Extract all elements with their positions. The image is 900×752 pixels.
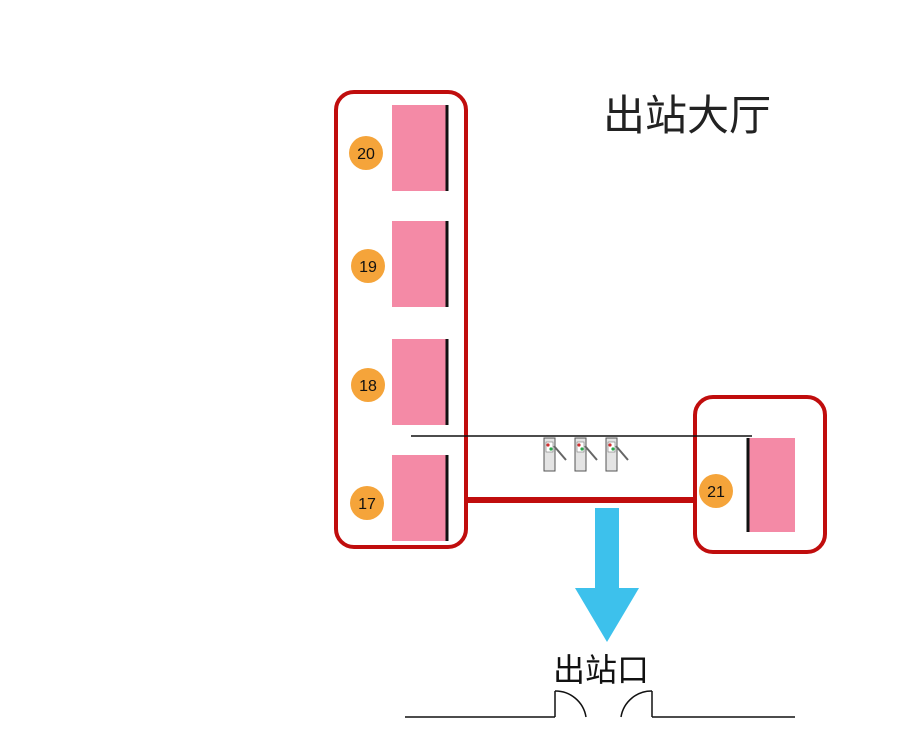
door-icon xyxy=(405,690,795,718)
counter-desk xyxy=(392,105,446,191)
counter-21[interactable]: 21 xyxy=(699,438,795,532)
hall-title: 出站大厅 xyxy=(603,91,771,140)
counter-desk xyxy=(392,221,446,307)
right-counter-group-border xyxy=(693,395,827,554)
counter-badge xyxy=(699,474,733,508)
counter-17[interactable]: 17 xyxy=(350,455,449,541)
counter-number: 17 xyxy=(358,496,376,513)
counter-desk xyxy=(392,455,446,541)
down-arrow-icon xyxy=(575,508,639,642)
turnstile-gate-icon xyxy=(543,437,567,472)
turnstile-gate-icon xyxy=(605,437,629,472)
counter-badge xyxy=(349,136,383,170)
counter-19[interactable]: 19 xyxy=(351,221,449,307)
counter-number: 21 xyxy=(707,484,725,501)
exit-label: 出站口 xyxy=(553,651,649,689)
turnstile-gate-icon xyxy=(574,437,598,472)
counter-badge xyxy=(350,486,384,520)
counter-20[interactable]: 20 xyxy=(349,105,449,191)
counter-desk xyxy=(749,438,795,532)
counter-number: 20 xyxy=(357,146,375,163)
left-counter-group-border xyxy=(334,90,468,549)
counter-desk xyxy=(392,339,446,425)
counter-number: 19 xyxy=(359,259,377,276)
counter-badge xyxy=(351,249,385,283)
counter-number: 18 xyxy=(359,378,377,395)
counter-18[interactable]: 18 xyxy=(351,339,449,425)
counter-badge xyxy=(351,368,385,402)
turnstile-gates xyxy=(543,437,629,472)
